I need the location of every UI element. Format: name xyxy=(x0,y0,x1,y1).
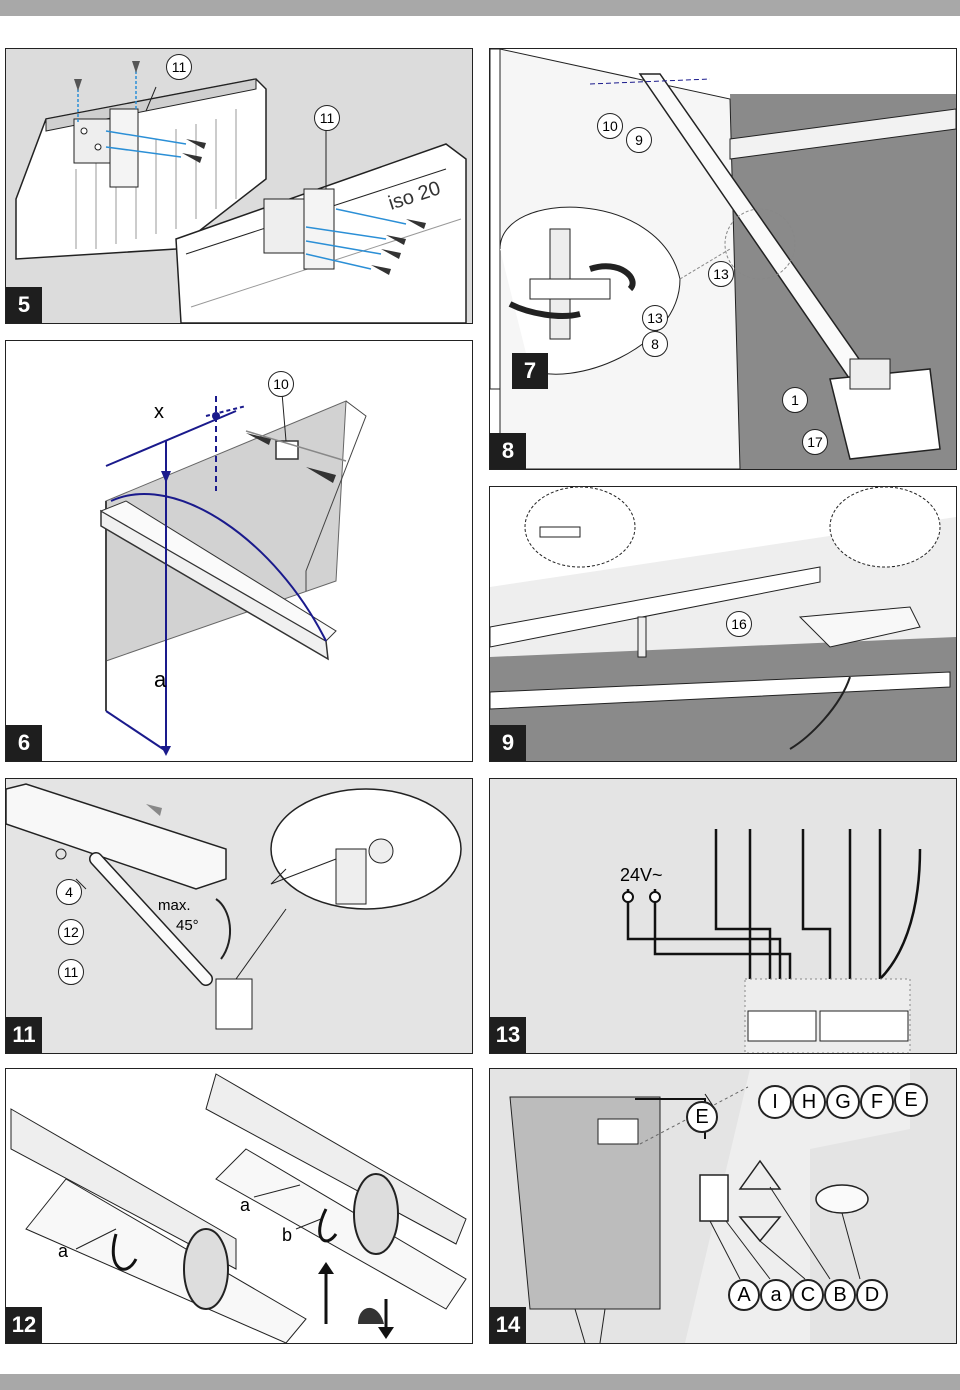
label-b: b xyxy=(282,1225,293,1245)
panel-number-8: 8 xyxy=(490,433,526,469)
callout-12: 12 xyxy=(58,919,84,945)
panel-14-drawing xyxy=(509,1069,910,1343)
panel-7-8: 10 9 13 13 8 1 17 7 8 xyxy=(489,48,957,470)
control-a: A xyxy=(728,1279,760,1311)
panel-5-drawing xyxy=(6,49,472,323)
panel-12: a a b 12 xyxy=(5,1068,473,1344)
panel-5: 11 11 iso 20 5 xyxy=(5,48,473,324)
angle-label-degrees: 45° xyxy=(176,917,199,934)
panel-number-11: 11 xyxy=(6,1017,42,1053)
label-a-right: a xyxy=(240,1195,251,1215)
panel-11: 4 12 11 max. 45° 11 xyxy=(5,778,473,1054)
terminal-f: F xyxy=(860,1085,894,1119)
terminal-i: I xyxy=(758,1085,792,1119)
cable-label-e: E xyxy=(686,1101,718,1133)
panel-9: 16 9 xyxy=(489,486,957,762)
callout-10: 10 xyxy=(268,371,294,397)
dimension-x: x xyxy=(154,401,164,423)
panel-number-7: 7 xyxy=(512,353,548,389)
terminal-e: E xyxy=(894,1083,928,1117)
panel-13: 24V~ 13 xyxy=(489,778,957,1054)
panel-number-9: 9 xyxy=(490,725,526,761)
label-a-left: a xyxy=(58,1241,69,1261)
terminal-g: G xyxy=(826,1085,860,1119)
callout-1: 1 xyxy=(782,387,808,413)
voltage-label: 24V~ xyxy=(620,865,663,885)
panel-7-drawing xyxy=(490,49,956,469)
panel-6: 10 x a 6 xyxy=(5,340,473,762)
panel-14: E I H G F E A a C B D 14 xyxy=(489,1068,957,1344)
panel-6-drawing xyxy=(99,392,367,756)
control-d: D xyxy=(856,1279,888,1311)
control-c: C xyxy=(792,1279,824,1311)
panel-number-14: 14 xyxy=(490,1307,526,1343)
callout-11-right: 11 xyxy=(314,105,340,131)
panel-number-13: 13 xyxy=(490,1017,526,1053)
callout-10: 10 xyxy=(597,113,623,139)
control-small-a: a xyxy=(760,1279,792,1311)
panel-number-6: 6 xyxy=(6,725,42,761)
panel-13-drawing xyxy=(622,829,922,1053)
panel-number-5: 5 xyxy=(6,287,42,323)
panel-9-drawing xyxy=(490,487,956,761)
control-b: B xyxy=(824,1279,856,1311)
callout-4: 4 xyxy=(56,879,82,905)
callout-9: 9 xyxy=(626,127,652,153)
callout-11-left: 11 xyxy=(166,54,192,80)
panel-12-drawing xyxy=(10,1073,467,1343)
angle-label-max: max. xyxy=(158,897,191,914)
callout-8: 8 xyxy=(642,331,668,357)
callout-13-top: 13 xyxy=(708,261,734,287)
callout-11: 11 xyxy=(58,959,84,985)
callout-17: 17 xyxy=(802,429,828,455)
terminal-h: H xyxy=(792,1085,826,1119)
panel-number-12: 12 xyxy=(6,1307,42,1343)
callout-16: 16 xyxy=(726,611,752,637)
top-bar xyxy=(0,0,960,16)
bottom-bar xyxy=(0,1374,960,1390)
dimension-a: a xyxy=(154,667,167,692)
panel-11-drawing xyxy=(6,783,462,1030)
callout-13-detail: 13 xyxy=(642,305,668,331)
